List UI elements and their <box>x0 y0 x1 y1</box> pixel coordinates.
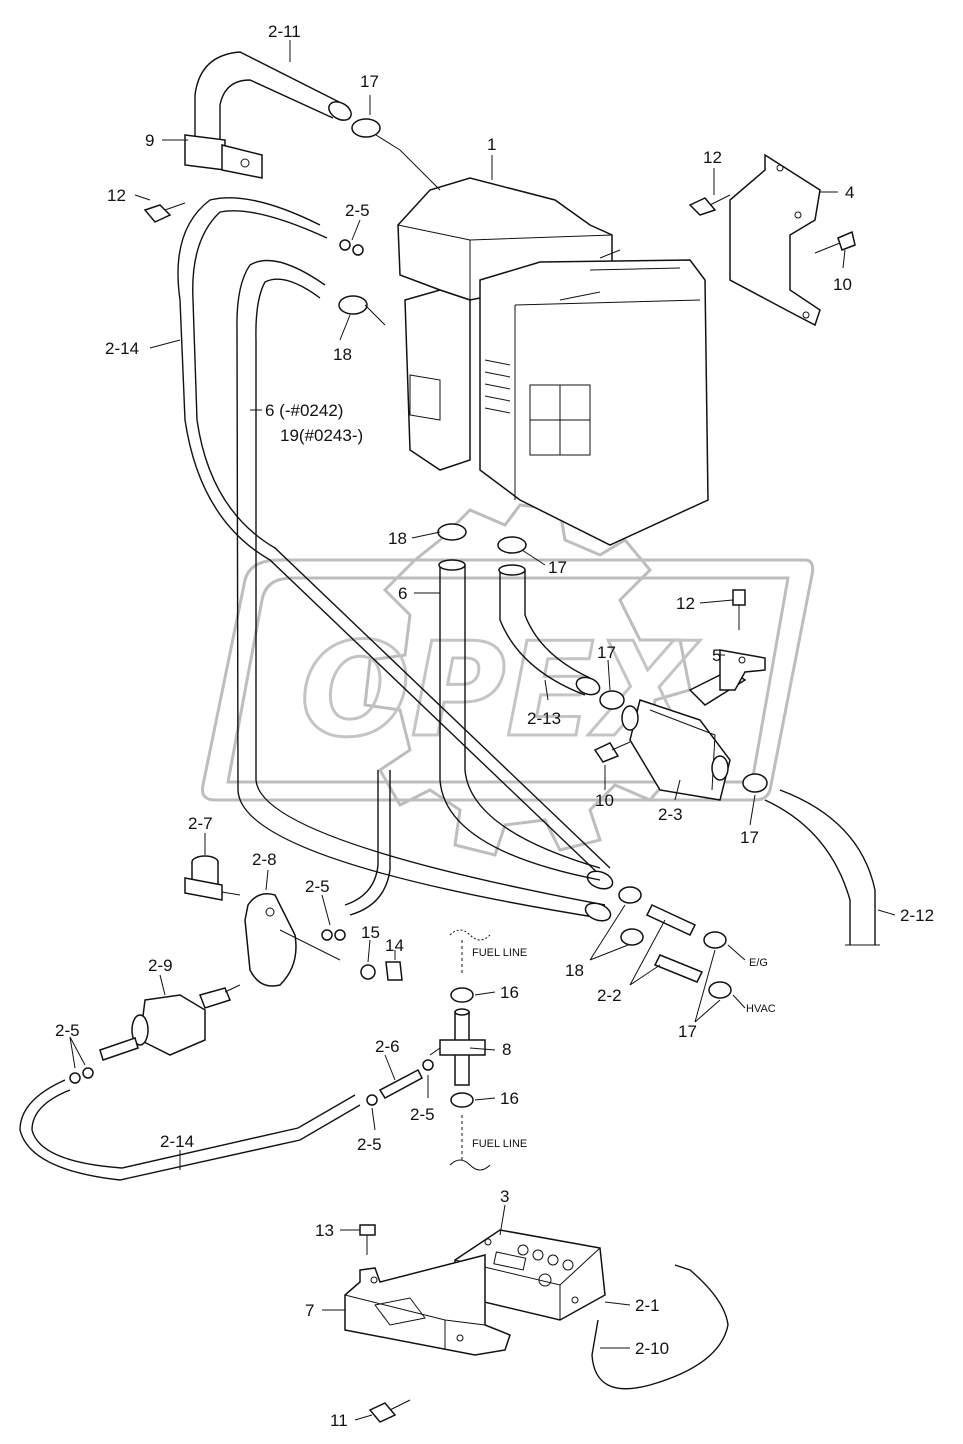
label-4: 4 <box>845 183 854 202</box>
label-2-2: 2-2 <box>597 986 622 1005</box>
label-3: 3 <box>500 1187 509 1206</box>
pipes-2-2 <box>645 904 704 983</box>
label-16: 16 <box>500 1089 519 1108</box>
muffler-2-3 <box>621 649 766 801</box>
label-2-5: 2-5 <box>410 1105 435 1124</box>
hvac-label: HVAC <box>746 1003 776 1015</box>
small-labels: FUEL LINE FUEL LINE E/G HVAC <box>472 947 776 1150</box>
label-10: 10 <box>833 275 852 294</box>
label-2-7: 2-7 <box>188 814 213 833</box>
label-2-12: 2-12 <box>900 906 934 925</box>
label-17: 17 <box>678 1022 697 1041</box>
fuel-line-label-bottom: FUEL LINE <box>472 1138 527 1150</box>
label-2-3: 2-3 <box>658 805 683 824</box>
label-2-5: 2-5 <box>345 201 370 220</box>
label-9: 9 <box>145 131 154 150</box>
label-8: 8 <box>502 1040 511 1059</box>
label-14: 14 <box>385 936 404 955</box>
eg-label: E/G <box>749 957 768 969</box>
label-2-8: 2-8 <box>252 850 277 869</box>
label-12: 12 <box>676 594 695 613</box>
label-19: 19(#0243-) <box>280 426 363 445</box>
control-unit <box>344 1229 729 1390</box>
label-2-13: 2-13 <box>527 709 561 728</box>
label-1: 1 <box>487 135 496 154</box>
label-17: 17 <box>597 643 616 662</box>
leader-lines <box>69 40 896 1421</box>
label-2-5: 2-5 <box>305 877 330 896</box>
label-7: 7 <box>305 1301 314 1320</box>
label-2-1: 2-1 <box>635 1296 660 1315</box>
part-labels: 2-11 17 1 12 4 9 12 2-5 10 2-14 18 6 (-#… <box>55 22 934 1430</box>
label-18: 18 <box>333 345 352 364</box>
label-17: 17 <box>548 558 567 577</box>
label-2-9: 2-9 <box>148 956 173 975</box>
label-2-10: 2-10 <box>635 1339 669 1358</box>
label-13: 13 <box>315 1221 334 1240</box>
label-5: 5 <box>712 646 721 665</box>
label-16: 16 <box>500 983 519 1002</box>
label-11: 11 <box>330 1411 348 1430</box>
label-2-14: 2-14 <box>105 339 139 358</box>
label-2-11: 2-11 <box>268 22 301 41</box>
hoses <box>19 51 880 1181</box>
fuel-system <box>99 855 486 1099</box>
label-15: 15 <box>361 923 380 942</box>
fuel-line-breaks <box>449 929 491 1171</box>
watermark-gear-icon <box>363 503 692 857</box>
label-6: 6 <box>398 584 407 603</box>
label-2-5: 2-5 <box>357 1135 382 1154</box>
label-17: 17 <box>360 72 379 91</box>
label-2-5: 2-5 <box>55 1021 80 1040</box>
label-12: 12 <box>107 186 126 205</box>
bracket-4 <box>729 153 821 327</box>
label-17: 17 <box>740 828 759 847</box>
label-18: 18 <box>565 961 584 980</box>
clamps <box>69 118 768 1108</box>
label-2-6: 2-6 <box>375 1037 400 1056</box>
label-18: 18 <box>388 529 407 548</box>
label-12: 12 <box>703 148 722 167</box>
heater-unit <box>397 177 709 546</box>
label-10: 10 <box>595 791 614 810</box>
label-6: 6 (-#0242) <box>265 401 343 420</box>
label-2-14: 2-14 <box>160 1132 194 1151</box>
watermark-frame <box>201 558 815 802</box>
fuel-line-label-top: FUEL LINE <box>472 947 527 959</box>
